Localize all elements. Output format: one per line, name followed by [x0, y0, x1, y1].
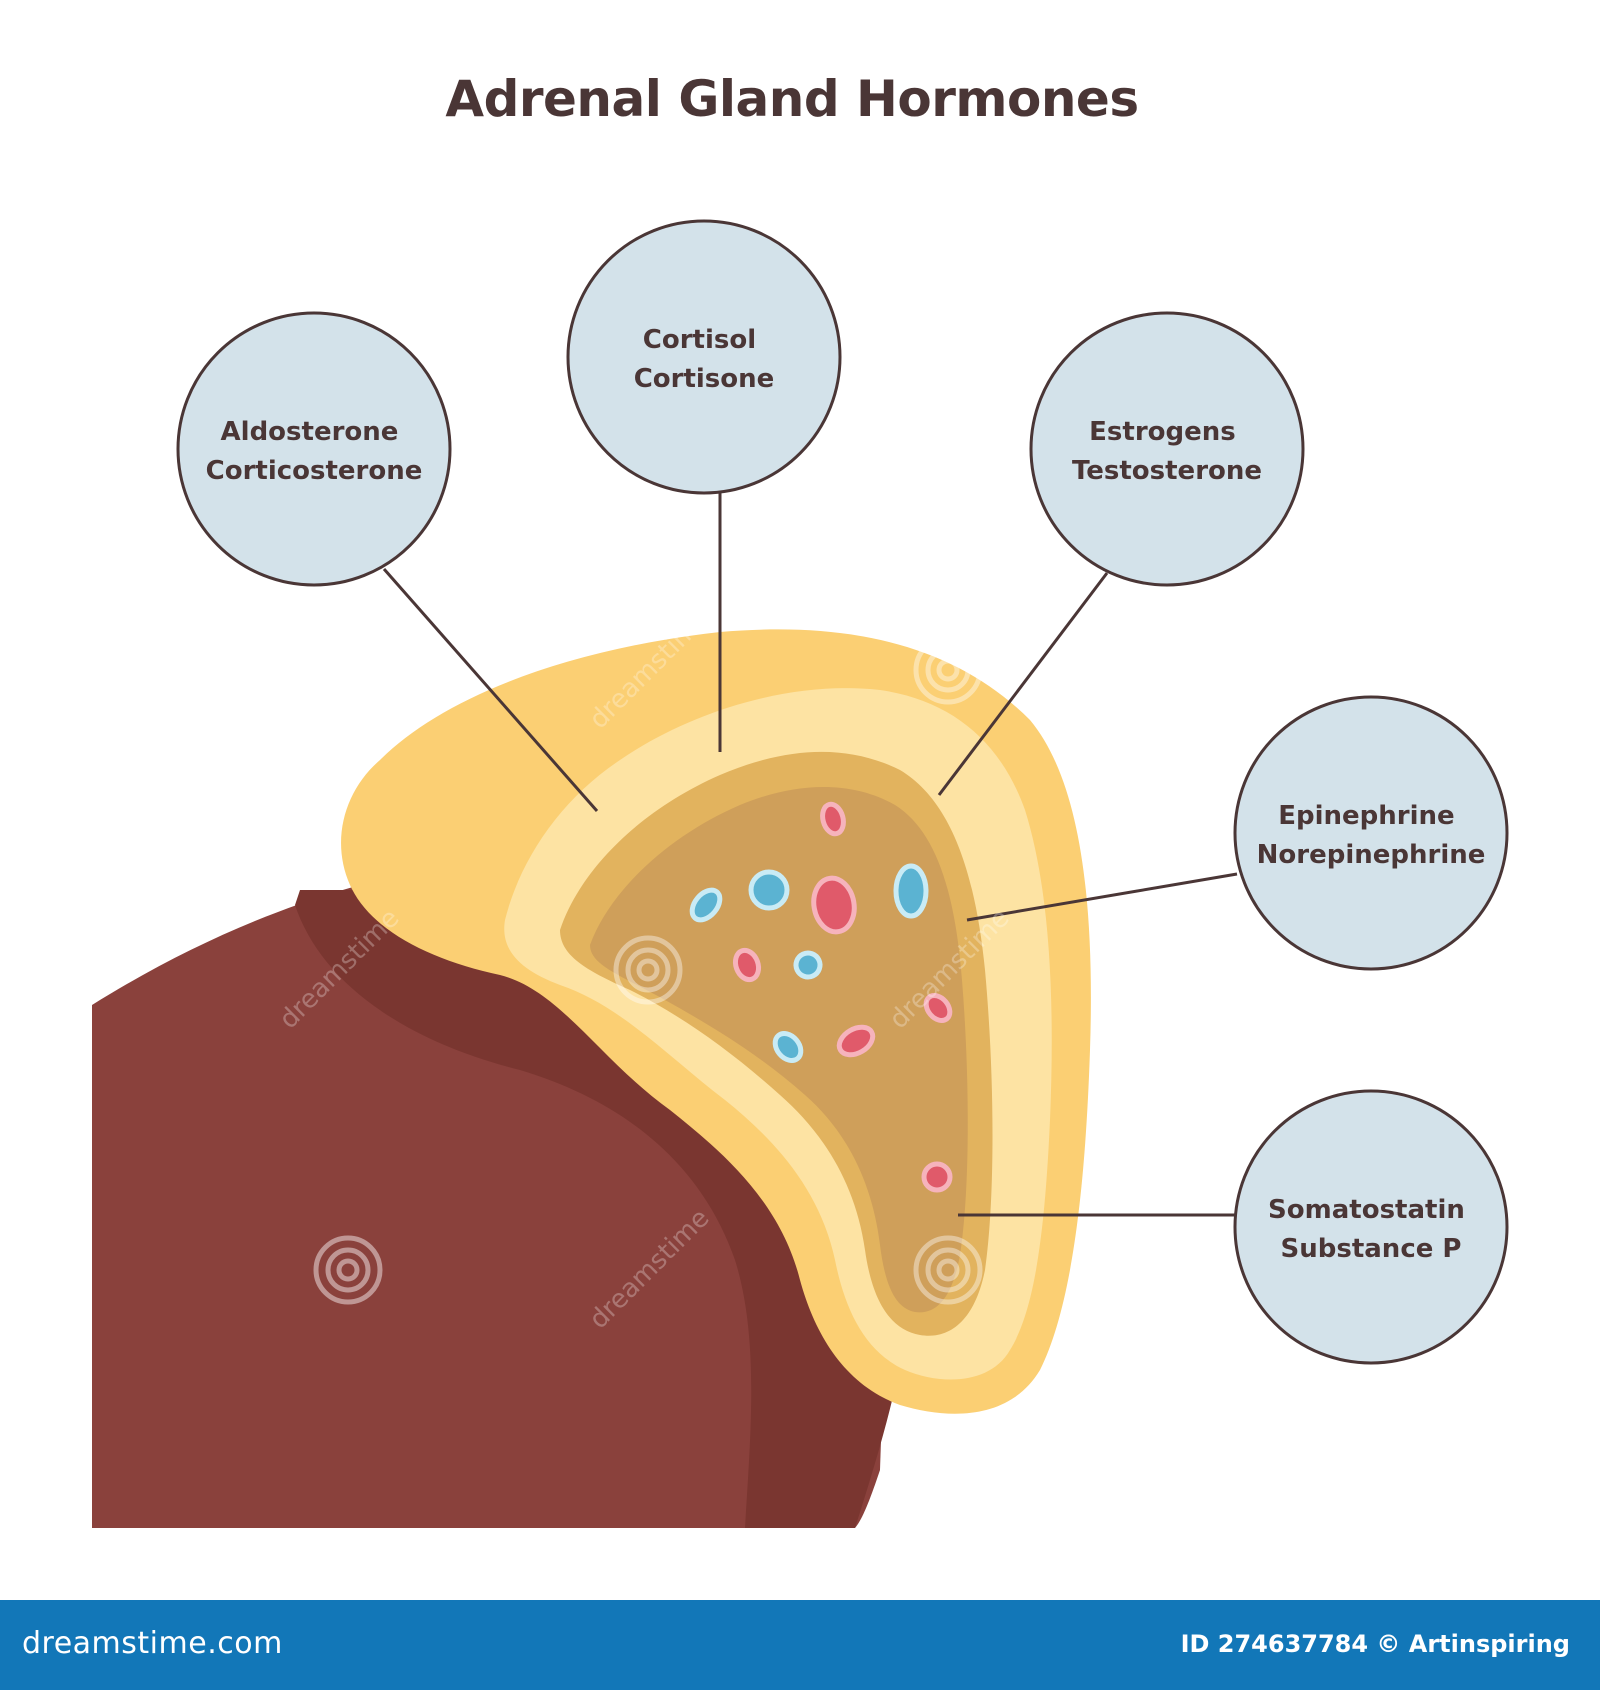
blue-blood-cell	[772, 1031, 804, 1063]
leader-line-epinephrine	[966, 872, 1238, 922]
label-bubble-estrogens: Estrogens Testosterone	[1029, 311, 1305, 587]
svg-text:Aldosterone Corticostero: Aldosterone Corticosterone	[206, 417, 423, 486]
red-blood-cell	[836, 1024, 876, 1058]
blue-blood-cell	[689, 887, 723, 923]
adrenal-gland	[341, 629, 1091, 1414]
bubble-circle	[1233, 695, 1509, 971]
label-bubble-somatostatin: Somatostatin Substance P	[1233, 1089, 1509, 1365]
page-title: Adrenal Gland Hormones	[445, 70, 1139, 128]
bubble-line-2: Norepinephrine	[1257, 840, 1486, 870]
leader-line-estrogens	[937, 572, 1109, 796]
bubble-line-1: Aldosterone	[221, 417, 399, 447]
bubble-circle	[1029, 311, 1305, 587]
footer-bar: dreamstime.com ID 274637784 © Artinspiri…	[0, 1600, 1600, 1690]
bubble-line-2: Substance P	[1281, 1234, 1462, 1264]
red-blood-cell	[820, 801, 846, 837]
svg-text:Somatostatin Substance P: Somatostatin Substance P	[1268, 1195, 1474, 1264]
footer-image-id-credit: ID 274637784 © Artinspiring	[1180, 1630, 1570, 1658]
bubble-line-1: Epinephrine	[1278, 801, 1454, 831]
label-bubble-epinephrine: Epinephrine Norepinephrine	[1233, 695, 1509, 971]
red-blood-cell	[811, 875, 857, 935]
footer-brand[interactable]: dreamstime.com	[22, 1626, 283, 1661]
bubble-line-1: Somatostatin	[1268, 1195, 1465, 1225]
bubble-circle	[176, 311, 452, 587]
bubble-line-1: Estrogens	[1089, 417, 1236, 447]
blue-blood-cell	[893, 863, 929, 919]
watermark-logo-icon	[913, 635, 983, 705]
label-bubble-aldosterone: Aldosterone Corticosterone	[176, 311, 452, 587]
leader-lines	[382, 492, 1238, 1217]
bubble-line-1: Cortisol	[643, 325, 756, 355]
bubble-line-2: Cortisone	[634, 364, 775, 394]
label-bubble-cortisol: Cortisol Cortisone	[566, 219, 842, 495]
bubble-circle	[566, 219, 842, 495]
svg-text:Estrogens Testosterone: Estrogens Testosterone	[1072, 417, 1262, 486]
red-blood-cell	[921, 1161, 953, 1193]
bubble-line-2: Corticosterone	[206, 456, 423, 486]
red-blood-cell	[732, 947, 762, 983]
bubble-line-2: Testosterone	[1072, 456, 1262, 486]
svg-text:Epinephrine Norepinephri: Epinephrine Norepinephrine	[1257, 801, 1486, 870]
svg-text:Cortisol Cortisone: Cortisol Cortisone	[634, 325, 775, 394]
leader-line-aldosterone	[382, 568, 599, 812]
blue-blood-cell	[793, 950, 823, 980]
watermark-logo-icon	[313, 1235, 383, 1305]
red-blood-cell	[923, 992, 953, 1024]
watermark-logo-icon	[613, 935, 683, 1005]
blood-cells	[689, 801, 953, 1193]
blue-blood-cell	[748, 869, 790, 911]
watermark-logo-icon	[913, 1235, 983, 1305]
bubble-circle	[1233, 1089, 1509, 1365]
